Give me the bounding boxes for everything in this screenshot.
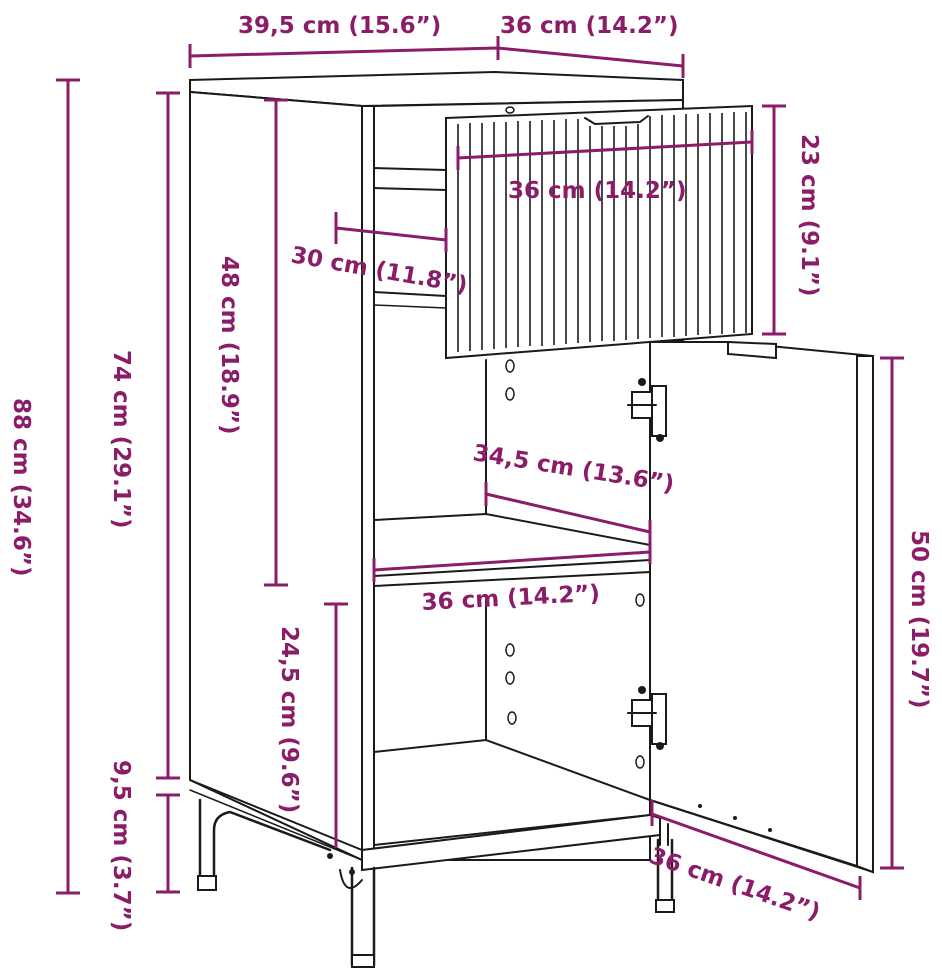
drawer-front bbox=[445, 104, 753, 360]
label-body-height: 74 cm (29.1”) bbox=[108, 350, 134, 529]
label-total-height: 88 cm (34.6”) bbox=[8, 398, 34, 577]
dimension-lines bbox=[56, 36, 904, 900]
open-door bbox=[649, 340, 874, 874]
label-leg-height: 9,5 cm (3.7”) bbox=[108, 760, 134, 931]
shelf-pin-holes bbox=[505, 359, 645, 769]
label-drawer-width: 36 cm (14.2”) bbox=[508, 178, 687, 204]
door-hinges bbox=[627, 378, 667, 750]
label-top-width: 39,5 cm (15.6”) bbox=[238, 13, 441, 39]
label-upper-opening-height: 48 cm (18.9”) bbox=[216, 256, 242, 435]
label-drawer-height: 23 cm (9.1”) bbox=[796, 134, 822, 297]
label-top-depth: 36 cm (14.2”) bbox=[500, 13, 679, 39]
label-lower-opening-height: 24,5 cm (9.6”) bbox=[276, 626, 302, 813]
label-door-height: 50 cm (19.7”) bbox=[906, 530, 932, 709]
cabinet-legs bbox=[197, 798, 675, 968]
